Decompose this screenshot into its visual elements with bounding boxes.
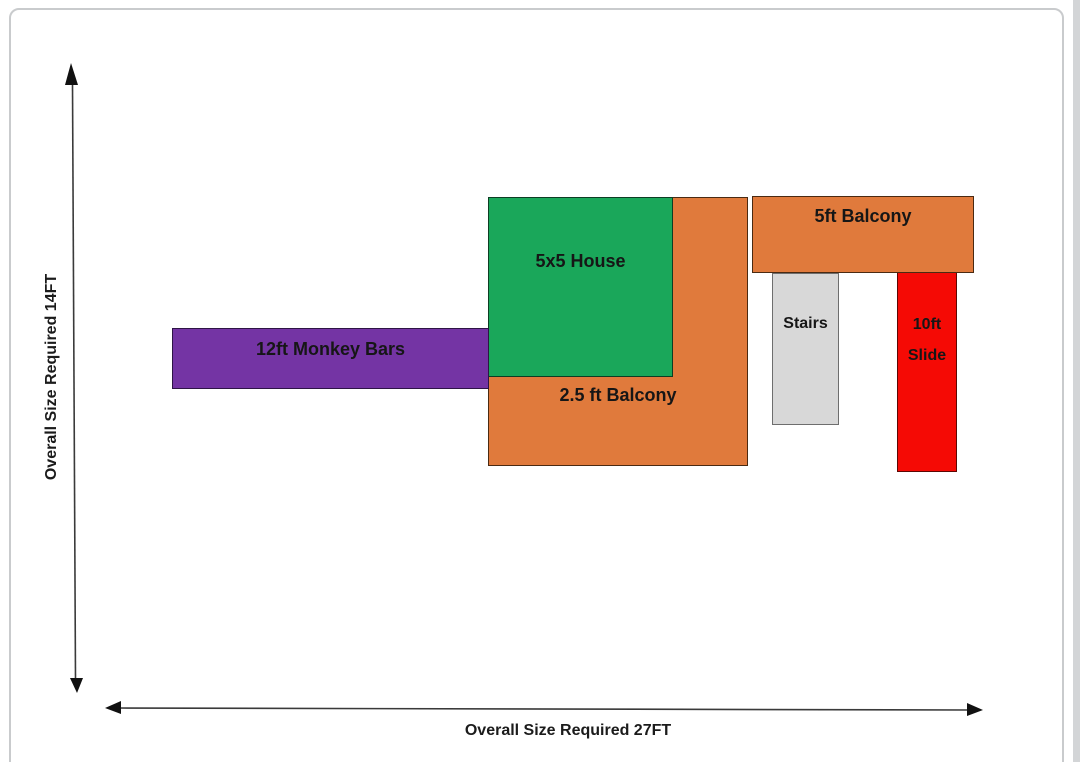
slide-label-line1: 10ft <box>912 316 942 333</box>
vertical-dimension-label: Overall Size Required 14FT <box>43 273 60 481</box>
page-frame <box>9 8 1064 762</box>
slide-label-line2: Slide <box>907 347 947 364</box>
slide-shape: 10ft Slide <box>897 272 957 472</box>
balcony-5ft-shape: 5ft Balcony <box>752 196 974 273</box>
right-edge-strip <box>1073 0 1080 762</box>
house-label: 5x5 House <box>535 251 626 271</box>
house-shape: 5x5 House <box>488 197 673 377</box>
balcony-5ft-label: 5ft Balcony <box>814 206 912 226</box>
stairs-label: Stairs <box>783 315 828 332</box>
horizontal-dimension-label: Overall Size Required 27FT <box>464 722 672 739</box>
balcony-2-5ft-label: 2.5 ft Balcony <box>559 385 677 405</box>
stairs-shape: Stairs <box>772 273 839 425</box>
monkey-bars-label: 12ft Monkey Bars <box>255 339 406 359</box>
monkey-bars-shape: 12ft Monkey Bars <box>172 328 489 389</box>
